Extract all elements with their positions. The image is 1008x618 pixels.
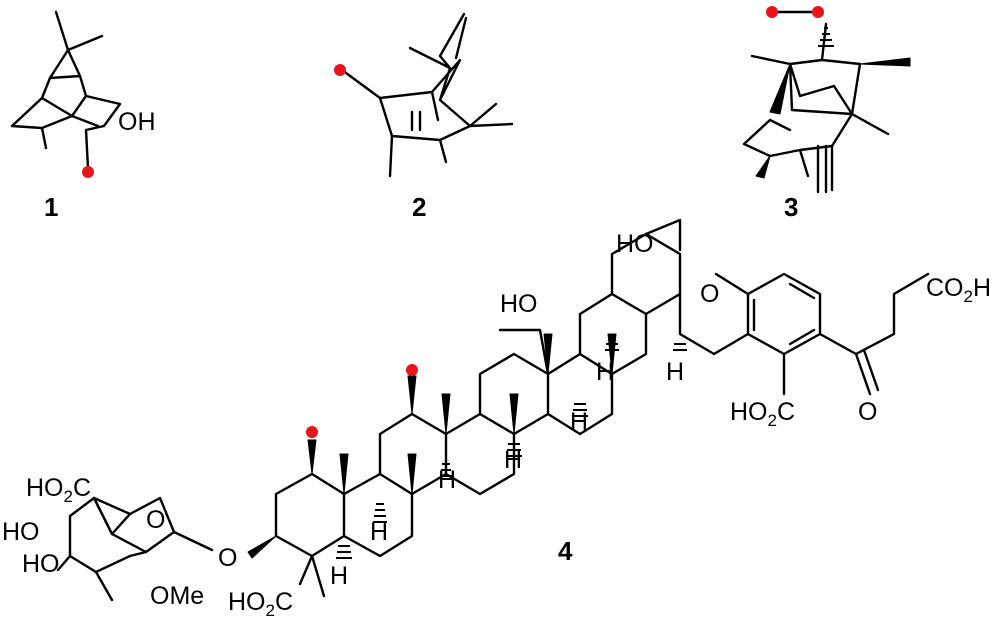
ring-o-label: O — [700, 280, 719, 308]
compound-number: 2 — [412, 192, 426, 222]
h-label: H — [596, 358, 614, 386]
h-label: H — [504, 446, 522, 474]
highlight-dot — [406, 364, 418, 376]
aryl-ho2c-label: HO2C — [730, 398, 795, 430]
highlight-dot — [766, 6, 778, 18]
h-label: H — [330, 562, 348, 590]
compound-4: HO HO O CO2H O HO2C H H H H H H H HO2C O… — [2, 218, 991, 618]
compound-number: 4 — [558, 536, 573, 566]
h-label: H — [438, 466, 456, 494]
h-label: H — [370, 518, 388, 546]
sugar-ring-o-label: O — [146, 506, 165, 534]
glycosidic-o-label: O — [218, 544, 237, 572]
h-label: H — [666, 358, 684, 386]
oh-label: OH — [118, 108, 156, 136]
bottom-ho2c-label: HO2C — [228, 588, 293, 618]
ketone-o-label: O — [858, 398, 877, 426]
compound-3: 3 — [742, 6, 911, 222]
ho-mid-label: HO — [500, 290, 538, 318]
compound-2: 2 — [334, 12, 514, 222]
sugar-ho-label: HO — [2, 518, 40, 546]
h-label: H — [570, 408, 588, 436]
compound-number: 3 — [784, 192, 798, 222]
highlight-dot — [306, 426, 318, 438]
highlight-dot — [334, 64, 346, 76]
ho-top-label: HO — [616, 230, 654, 258]
sugar-ho-label: HO — [22, 550, 60, 578]
compound-number: 1 — [44, 192, 58, 222]
highlight-dot — [82, 166, 94, 178]
co2h-label: CO2H — [926, 274, 991, 306]
ome-label: OMe — [150, 582, 204, 610]
highlight-dot — [812, 6, 824, 18]
compound-1: OH 1 — [10, 10, 156, 222]
sugar-ho2c-label: HO2C — [26, 474, 91, 506]
